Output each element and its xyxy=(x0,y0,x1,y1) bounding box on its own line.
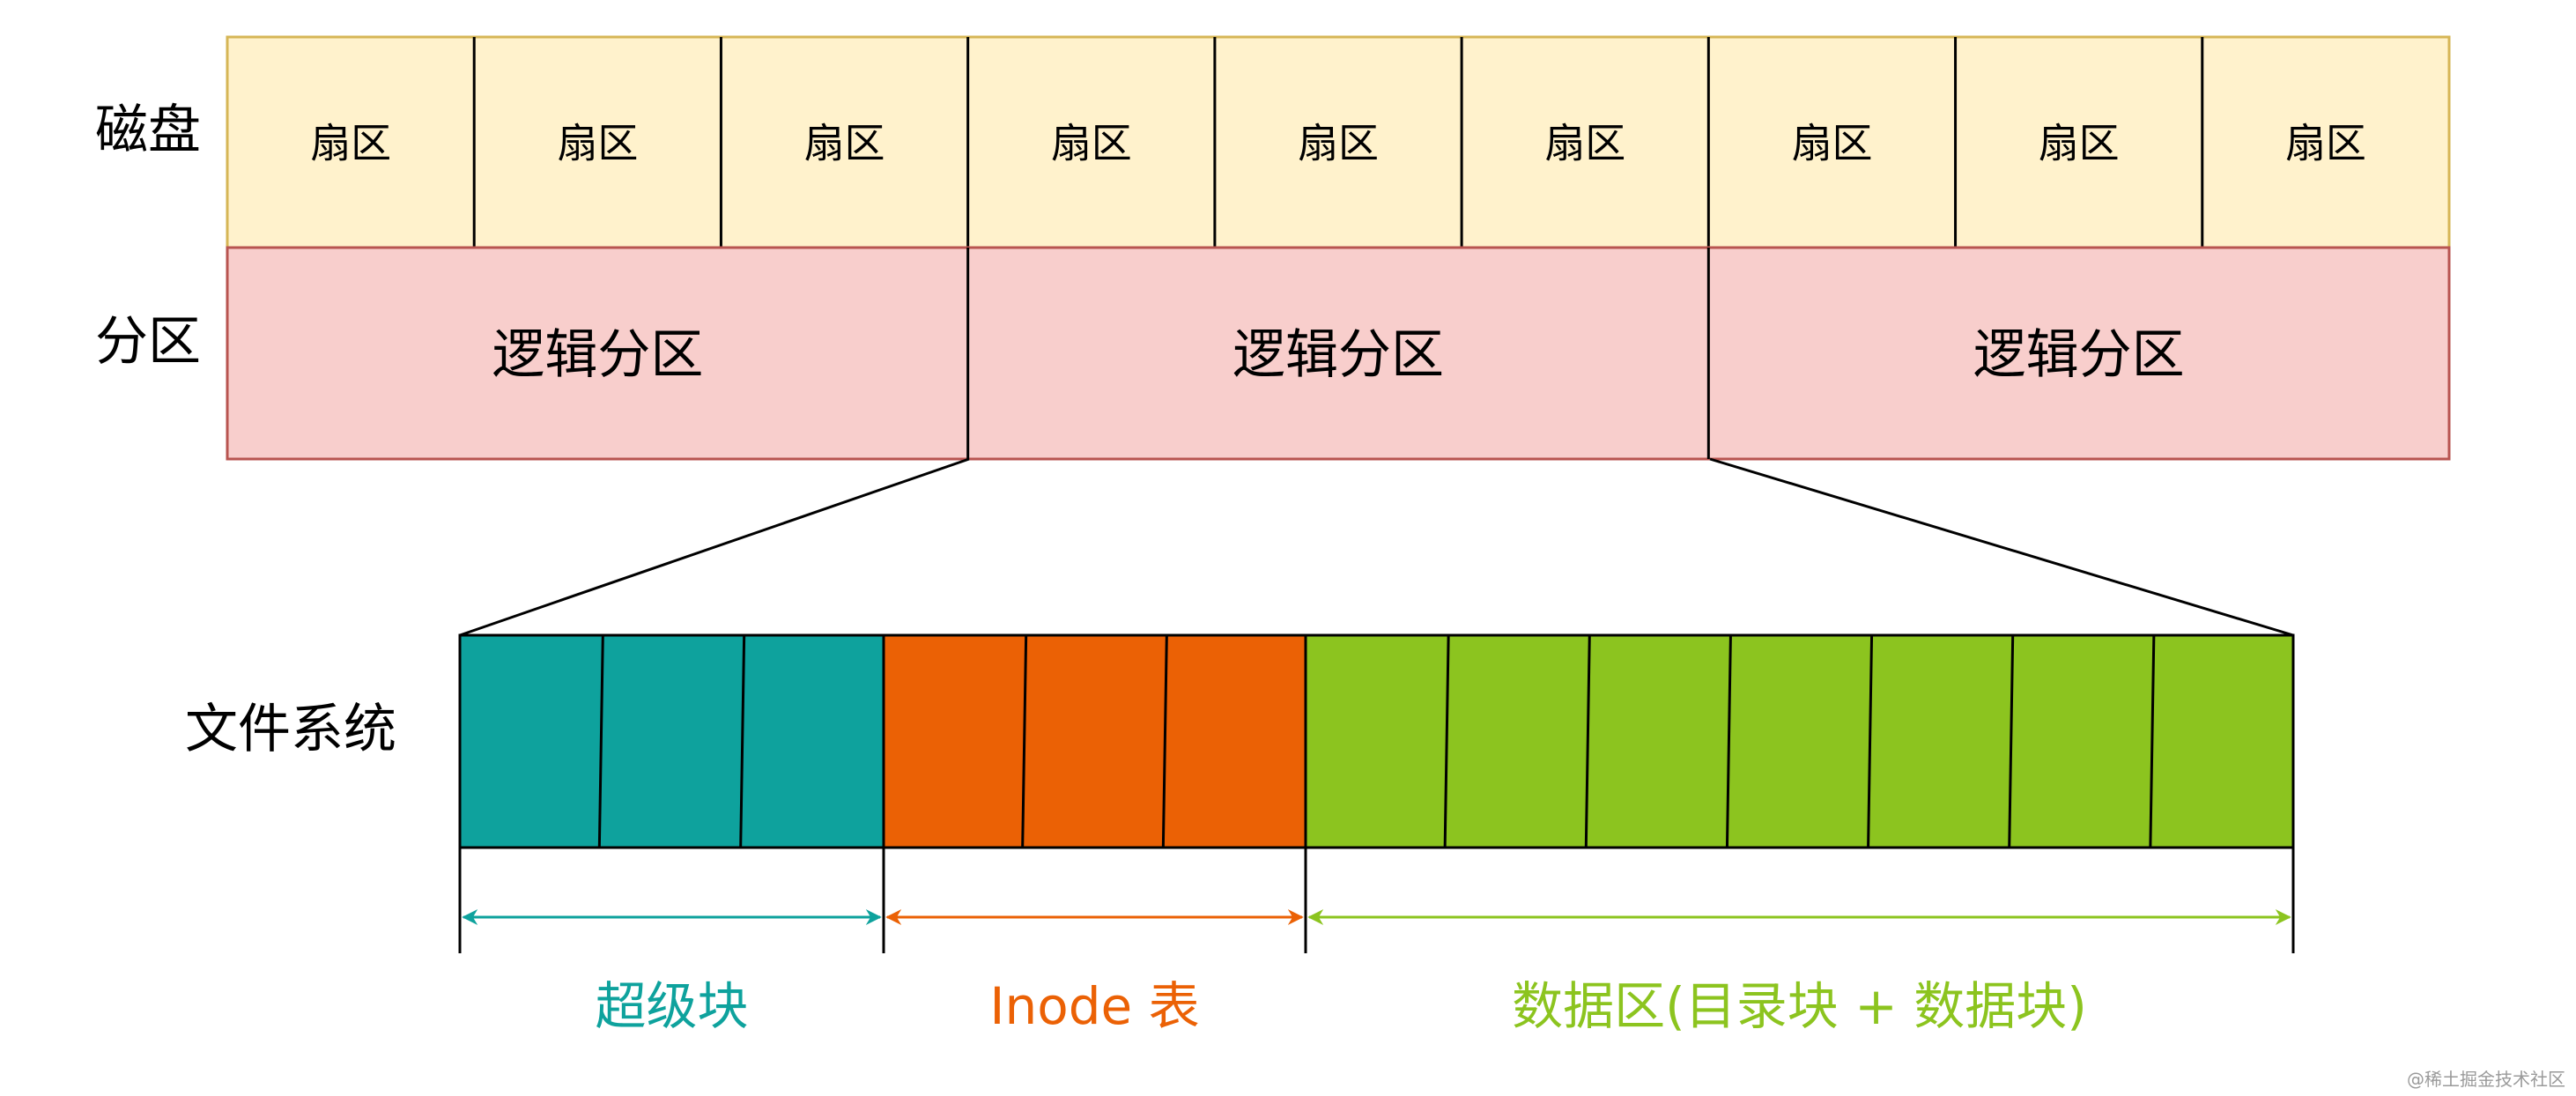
watermark: @稀土掘金技术社区 xyxy=(2407,1069,2565,1090)
sector-label: 扇区 xyxy=(2039,120,2120,167)
block-divider xyxy=(2149,634,2156,848)
projection-line-left xyxy=(459,457,970,637)
block-divider xyxy=(1161,634,1168,848)
logical-partition-label: 逻辑分区 xyxy=(1232,324,1444,386)
projection-line-right xyxy=(1709,457,2294,637)
data-area-blocks xyxy=(1306,635,2293,848)
disk-row-background xyxy=(226,35,2451,249)
partition-row-label: 分区 xyxy=(95,311,201,373)
filesystem-outline xyxy=(458,633,2295,849)
superblock-label: 超级块 xyxy=(595,976,748,1036)
disk-sector-row: 扇区 扇区 扇区 扇区 扇区 扇区 扇区 扇区 扇区 xyxy=(226,35,2451,249)
block-divider xyxy=(1584,634,1591,848)
disk-row-label: 磁盘 xyxy=(95,100,201,161)
block-divider xyxy=(2008,634,2015,848)
sector-label: 扇区 xyxy=(557,120,638,167)
block-divider xyxy=(597,634,604,848)
partition-row: 逻辑分区 逻辑分区 逻辑分区 xyxy=(226,246,2451,461)
filesystem-blocks xyxy=(458,633,2295,849)
block-divider xyxy=(1021,634,1028,848)
sector-label: 扇区 xyxy=(1051,120,1132,167)
inode-table-label: Inode 表 xyxy=(989,976,1199,1036)
sector-label: 扇区 xyxy=(310,120,391,167)
logical-partition-label: 逻辑分区 xyxy=(492,324,703,386)
block-divider xyxy=(1725,634,1732,848)
superblock-blocks xyxy=(460,635,884,848)
sector-label: 扇区 xyxy=(804,120,885,167)
partition-row-background xyxy=(226,246,2451,461)
block-divider xyxy=(1443,634,1450,848)
sector-label: 扇区 xyxy=(1544,120,1625,167)
logical-partition-label: 逻辑分区 xyxy=(1973,324,2185,386)
sector-label: 扇区 xyxy=(2285,120,2366,167)
block-divider xyxy=(739,634,746,848)
filesystem-segment-labels: 超级块 Inode 表 数据区(目录块 + 数据块) xyxy=(595,976,2086,1036)
sector-label: 扇区 xyxy=(1791,120,1872,167)
data-area-label: 数据区(目录块 + 数据块) xyxy=(1512,976,2087,1036)
block-divider xyxy=(1867,634,1874,848)
inode-table-blocks xyxy=(884,635,1306,848)
filesystem-extents xyxy=(458,848,2295,953)
sector-label: 扇区 xyxy=(1298,120,1379,167)
filesystem-label: 文件系统 xyxy=(185,699,396,760)
